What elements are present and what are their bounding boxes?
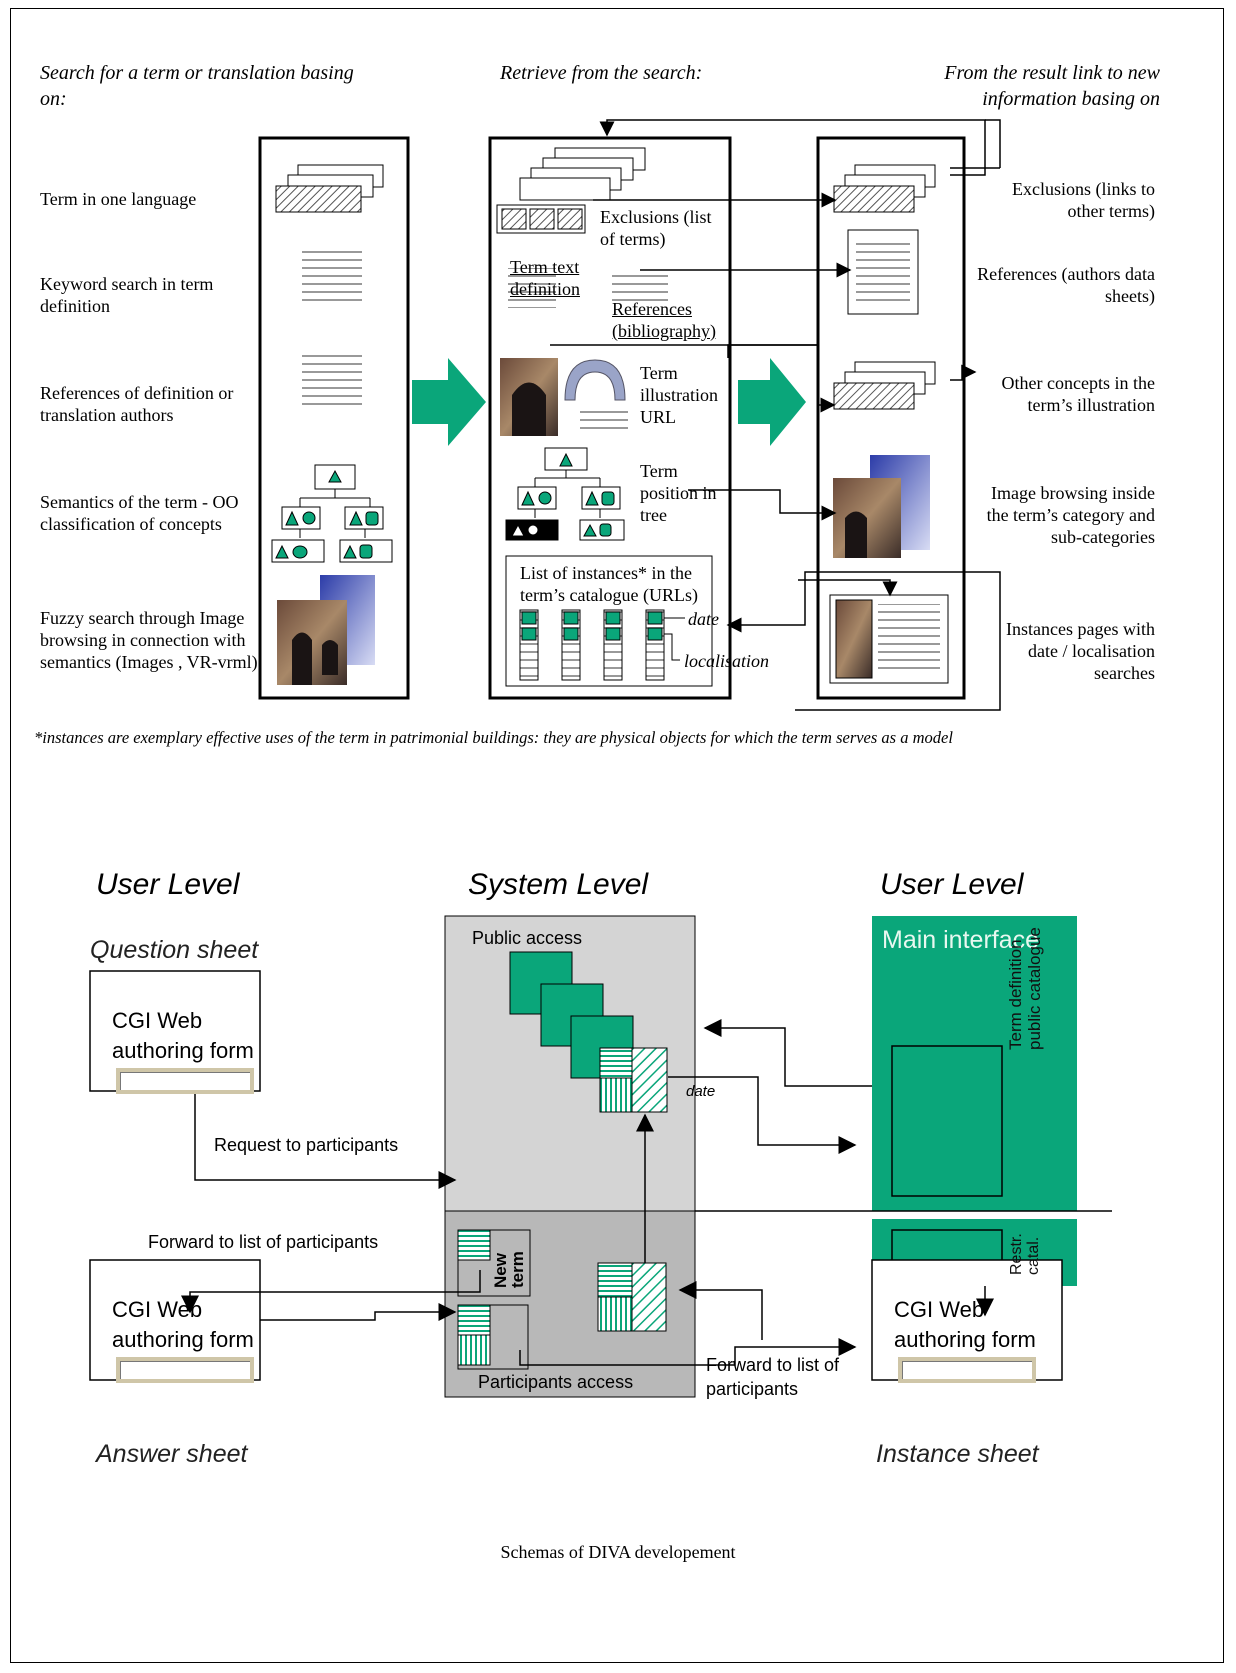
left-label-references: References of definition or translation … (40, 382, 250, 426)
header-middle: Retrieve from the search: (500, 60, 760, 86)
mid-label-references: References (bibliography) (612, 298, 732, 342)
question-sheet-label: Question sheet (90, 936, 258, 965)
new-term-label: New term (492, 1228, 526, 1288)
right-label-concepts: Other concepts in the term’s illustratio… (975, 372, 1155, 416)
instance-sheet-label: Instance sheet (876, 1440, 1039, 1469)
forward-right-label: Forward to list of participants (706, 1353, 856, 1401)
date-label: date (686, 1083, 715, 1100)
system-level-title: System Level (468, 868, 648, 902)
green-arrow-right (412, 358, 486, 446)
term-definition-label: Term definition public catalogue (1006, 900, 1044, 1050)
left-label-fuzzy: Fuzzy search through Image browsing in c… (40, 607, 270, 673)
form-label-line2: authoring form (112, 1325, 254, 1355)
header-right: From the result link to new information … (870, 60, 1160, 112)
text-lines-icon (302, 248, 362, 304)
instance-input-field[interactable] (898, 1357, 1036, 1383)
participants-record-icon (458, 1305, 528, 1369)
mid-label-date: date (688, 608, 719, 630)
catalogue-record-icon (598, 1263, 666, 1331)
forward-left-label: Forward to list of participants (148, 1232, 378, 1253)
instance-page-icon (830, 595, 948, 683)
header-left: Search for a term or translation basing … (40, 60, 370, 112)
right-label-instances: Instances pages with date / localisation… (975, 618, 1155, 684)
form-label-line1: CGI Web (112, 1295, 254, 1325)
text-lines-icon (856, 240, 910, 306)
form-label-line1: CGI Web (894, 1295, 1036, 1325)
form-label-line2: authoring form (894, 1325, 1036, 1355)
answer-sheet-label: Answer sheet (96, 1440, 247, 1469)
term-definition-box (892, 1046, 1002, 1196)
right-label-image-browsing: Image browsing inside the term’s categor… (965, 482, 1155, 548)
request-label: Request to participants (214, 1133, 404, 1157)
instance-form-text: CGI Web authoring form (894, 1295, 1036, 1355)
participants-access-label: Participants access (478, 1372, 633, 1393)
answer-input-field[interactable] (116, 1357, 254, 1383)
mid-label-illustration: Term illustration URL (640, 362, 730, 428)
mid-label-exclusions: Exclusions (list of terms) (600, 206, 730, 250)
restricted-catalogue-label: Restr. catal. (1008, 1215, 1042, 1275)
green-arrow-right (738, 358, 806, 446)
connector-line (985, 120, 1000, 168)
right-label-exclusions: Exclusions (links to other terms) (975, 178, 1155, 222)
mid-label-term-text: Term text definition (510, 256, 600, 300)
answer-form-text: CGI Web authoring form (112, 1295, 254, 1355)
user-level-left-title: User Level (96, 868, 239, 902)
text-lines-icon (302, 355, 362, 411)
left-label-semantics: Semantics of the term - OO classificatio… (40, 491, 250, 535)
form-label-line1: CGI Web (112, 1006, 254, 1036)
left-label-term: Term in one language (40, 188, 250, 210)
question-form-text: CGI Web authoring form (112, 1006, 254, 1066)
user-level-right-title: User Level (880, 868, 1023, 902)
form-label-line2: authoring form (112, 1036, 254, 1066)
mid-label-instances: List of instances* in the term’s catalog… (520, 562, 710, 606)
exclusions-icon (497, 205, 585, 233)
public-access-label: Public access (472, 928, 582, 949)
left-label-keyword: Keyword search in term definition (40, 273, 250, 317)
mid-label-localisation: localisation (684, 650, 769, 672)
figure-caption: Schemas of DIVA developement (0, 1542, 1236, 1563)
mid-label-position: Term position in tree (640, 460, 730, 526)
footnote: *instances are exemplary effective uses … (34, 728, 1204, 748)
right-label-references: References (authors data sheets) (975, 263, 1155, 307)
question-input-field[interactable] (116, 1068, 254, 1094)
